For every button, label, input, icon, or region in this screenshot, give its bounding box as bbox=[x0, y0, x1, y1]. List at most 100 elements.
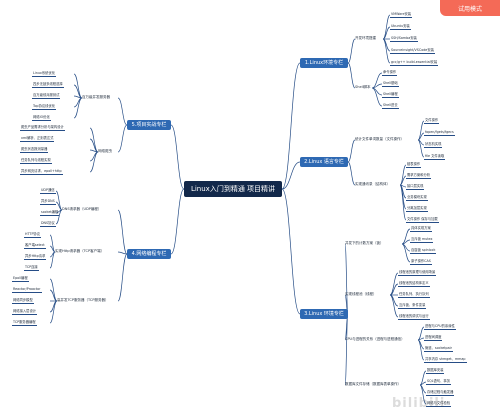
sys-s2-item: 线程池的调试与运行 bbox=[398, 314, 430, 320]
link-sys-s1-item bbox=[401, 243, 411, 263]
link-env-dev bbox=[347, 38, 356, 64]
proj-io-item: 百万级领兵服测试 bbox=[32, 93, 61, 99]
branch-linux-system[interactable]: 3.Linux 环境专栏 bbox=[300, 309, 348, 319]
sys-s3-item: 管道、socketpair bbox=[424, 346, 453, 352]
link-proj-sub bbox=[117, 124, 128, 153]
env-shell-item: Shell基础 bbox=[382, 81, 399, 87]
link-env-dev-item bbox=[382, 14, 391, 40]
net-dns-item: DNS协议 bbox=[40, 221, 56, 227]
link-root-lang bbox=[281, 161, 301, 190]
link-root-env bbox=[281, 62, 301, 190]
sys-s2-item: 线程池的原理与使用场景 bbox=[398, 270, 437, 276]
env-dev-item: Sourceinsight/VSCode安装 bbox=[390, 48, 435, 54]
lang-word-count: 统计文件单词数量（文件操作） bbox=[355, 137, 404, 142]
lang-address-book: 实现通讯录（结构体） bbox=[355, 182, 390, 187]
env-dev-item: Ubuntu安装 bbox=[390, 24, 411, 30]
lang-sec2-item: 链表操作 bbox=[406, 162, 422, 168]
proj-io-item: Linux系统优化 bbox=[32, 71, 57, 77]
env-shell-item: Shell编程 bbox=[382, 92, 399, 98]
branch-project-practice[interactable]: 5.项目实战专栏 bbox=[127, 120, 171, 130]
lang-sec2-item: 需求方案和分析 bbox=[406, 173, 432, 179]
lang-sec1-item: 状态机实现 bbox=[424, 142, 443, 148]
net-dns: DNS请求器（UDP编程） bbox=[62, 207, 102, 212]
net-http-item: HTTP协议 bbox=[24, 232, 42, 238]
sys-db-storage: 数据库文件存储（数据库表单操作） bbox=[345, 382, 401, 387]
net-tcp-item: Reactor/Proactor bbox=[12, 287, 42, 293]
lang-sec2-item: 接口层实现 bbox=[406, 184, 425, 190]
sys-concurrent-count: 并发下的计数方案（锁） bbox=[345, 241, 384, 246]
sys-s1-item: 具体实现方案 bbox=[410, 226, 432, 232]
link-sys-s2-item bbox=[389, 294, 399, 318]
sys-s3-item: 共享内存 shmget、mmap bbox=[424, 357, 467, 363]
trial-mode-badge[interactable]: 试用模式 bbox=[440, 0, 500, 16]
link-root-net bbox=[170, 188, 185, 255]
sys-s1-item: 原子操作CAS bbox=[410, 259, 432, 265]
env-dev-item: gcc/g++ build-essential安装 bbox=[390, 60, 439, 66]
link-net-tcp-item bbox=[49, 278, 58, 302]
bilibili-watermark: bilibili bbox=[392, 396, 446, 411]
env-shell-item: Shell进去 bbox=[382, 103, 399, 109]
branch-linux-lang[interactable]: 2.Linux 语言专栏 bbox=[300, 157, 348, 167]
proj-io-server: 百万级并发服务器 bbox=[82, 95, 110, 100]
proj-web-crawler: 网络爬虫 bbox=[98, 149, 112, 154]
sys-s4-item: SQL语句、事务 bbox=[426, 379, 452, 385]
sys-s3-item: 进程与CPU的亲缘性 bbox=[424, 324, 456, 330]
lang-sec1-item: fopen/fgets/fgecs bbox=[424, 130, 455, 136]
proj-io-item: 网络IO优化 bbox=[32, 115, 51, 121]
link-net-sub bbox=[117, 253, 128, 302]
link-net-tcp-item bbox=[49, 300, 58, 324]
link-lang-s1-item bbox=[417, 139, 425, 158]
net-tcp-item: 网络同步模型 bbox=[12, 298, 34, 304]
proj-nt-item: 爬虫产品需求分析与架构设计 bbox=[20, 125, 65, 131]
link-sys-s4-item bbox=[419, 384, 427, 405]
net-tcp-item: TCP服务器编程 bbox=[12, 320, 37, 326]
env-dev-item: VMWare安装 bbox=[390, 12, 413, 18]
link-net-sub bbox=[117, 251, 128, 255]
branch-linux-env[interactable]: 1.Linux环境专栏 bbox=[300, 58, 348, 68]
net-http-item: 异步Http请求 bbox=[24, 254, 47, 260]
lang-sec1-item: 文件操作 bbox=[424, 118, 440, 124]
env-shell-item: 命令操作 bbox=[382, 70, 398, 76]
proj-nt-item: 异步网页请求、epoll+http bbox=[20, 169, 63, 175]
link-env-dev-item bbox=[382, 38, 391, 64]
root-topic[interactable]: Linux入门到精通 项目精讲 bbox=[184, 181, 282, 197]
proj-io-item: Top协议线优化 bbox=[32, 104, 57, 110]
link-lang-s2 bbox=[347, 161, 356, 186]
sys-s2-item: 任务队列、执行队列 bbox=[398, 292, 430, 298]
sys-s1-item: 互斥锁 mutex bbox=[410, 237, 434, 243]
net-dns-item: UDP通信 bbox=[40, 188, 56, 194]
net-dns-item: 异步DNS bbox=[40, 199, 56, 205]
net-dns-item: socket编程 bbox=[40, 210, 60, 216]
link-env-shell bbox=[347, 62, 356, 89]
sys-s2-item: 互斥锁、条件变量 bbox=[398, 303, 427, 309]
sys-s2-item: 线程池的结构体定义 bbox=[398, 281, 430, 287]
link-net-http-item bbox=[49, 251, 56, 269]
link-net-sub bbox=[117, 209, 128, 255]
link-lang-s2-item bbox=[399, 184, 407, 221]
proj-nt-item: xml解析、正则表达式 bbox=[20, 136, 55, 142]
proj-io-item: 四步无锁多线程选择 bbox=[32, 82, 64, 88]
lang-sec2-item: 分离加层实现 bbox=[406, 206, 428, 212]
sys-s4-item: 存储过程与触发器 bbox=[426, 390, 455, 396]
net-tcp-item: Epoll编程 bbox=[12, 276, 29, 282]
net-tcp-item: 网络接入层设计 bbox=[12, 309, 38, 315]
link-root-sys bbox=[281, 188, 301, 315]
link-lang-s1 bbox=[347, 139, 356, 163]
env-dev-setup: 开发环境搭建 bbox=[355, 36, 376, 41]
net-http-item: TCP连接 bbox=[24, 265, 39, 271]
net-http-item: 客户端select bbox=[24, 243, 46, 249]
sys-s1-item: 自旋锁 spinlock bbox=[410, 248, 437, 254]
link-net-dns-item bbox=[55, 209, 63, 225]
net-tcp-server: 高并发TCP服务器（TCP服务器） bbox=[57, 298, 109, 303]
sys-s3-item: 进程间调度 bbox=[424, 335, 443, 341]
lang-sec2-item: 业务模块实现 bbox=[406, 195, 428, 201]
env-shell-script: Shell脚本 bbox=[355, 85, 371, 90]
link-sys-s2-item bbox=[389, 272, 399, 296]
proj-nt-item: 任务队列与线程实现 bbox=[20, 158, 52, 164]
sys-s4-item: 网络与文件检验 bbox=[426, 401, 452, 407]
link-env-shell-item bbox=[371, 87, 383, 107]
link-root-proj bbox=[170, 124, 185, 190]
branch-network-programming[interactable]: 4.网络编程专栏 bbox=[127, 249, 171, 259]
